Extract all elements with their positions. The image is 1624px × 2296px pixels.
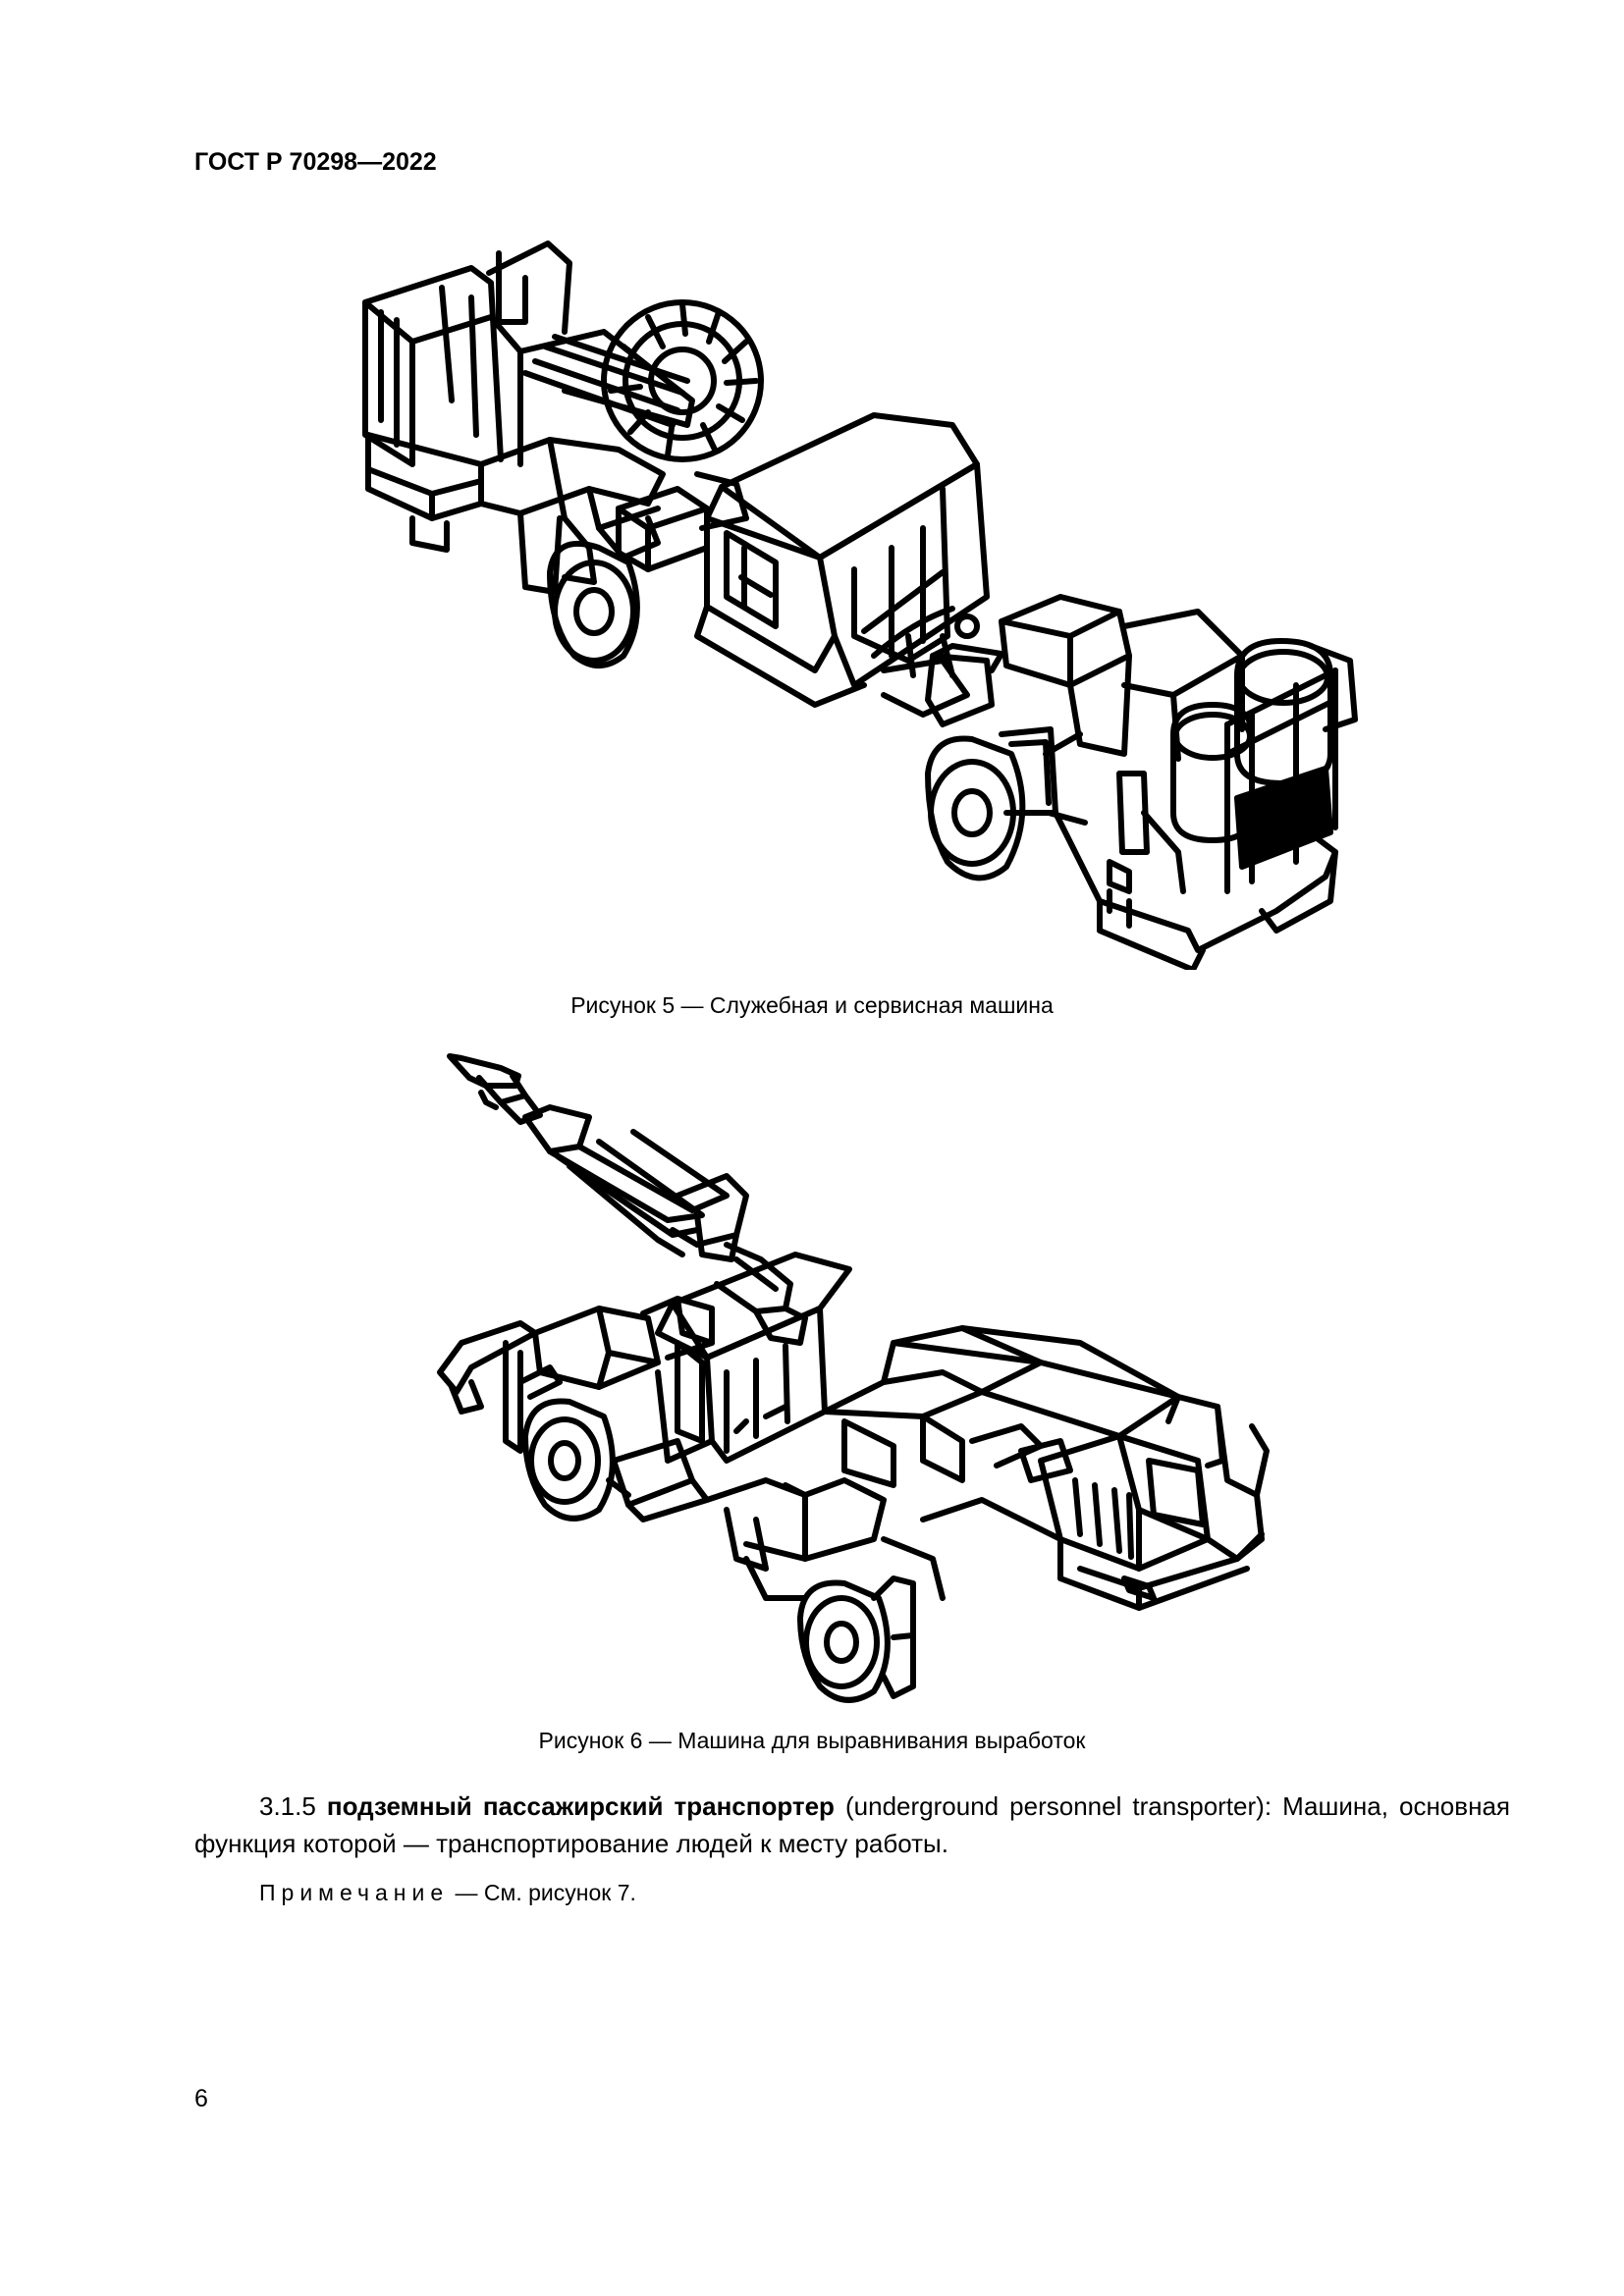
definition-english-term: (underground personnel transporter) [845,1791,1265,1821]
figure-6-caption: Рисунок 6 — Машина для выравнивания выра… [538,1728,1086,1753]
definition-text: : Машина, основная функция которой — тра… [194,1791,1510,1858]
note: Примечание — См. рисунок 7. [259,1880,636,1906]
definition-paragraph: 3.1.5 подземный пассажирский транспортер… [194,1788,1510,1862]
figure-5-caption: Рисунок 5 — Служебная и сервисная машина [570,992,1054,1018]
figure-6-scaling-machine [432,1048,1296,1716]
page-number: 6 [194,2085,208,2112]
standard-code: ГОСТ Р 70298—2022 [194,148,437,176]
figure-5-service-machine [353,224,1365,970]
definition-number: 3.1.5 [259,1791,316,1821]
note-text: — См. рисунок 7. [449,1880,636,1905]
definition-term: подземный пассажирский транспортер [326,1791,835,1821]
note-label: Примечание [259,1880,450,1905]
